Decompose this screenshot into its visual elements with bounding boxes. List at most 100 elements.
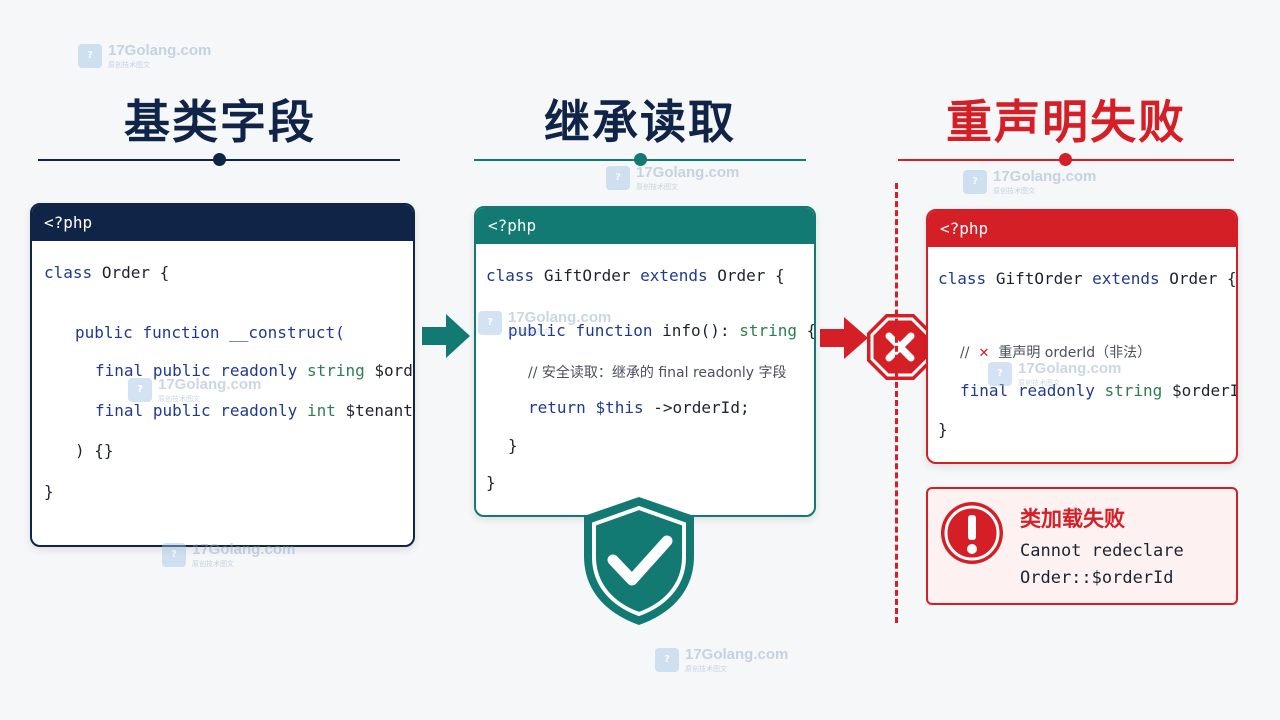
watermark-logo-icon: ? — [988, 362, 1012, 386]
watermark-text: 17Golang.com — [192, 541, 296, 558]
code-token: // — [960, 345, 970, 361]
watermark: ? 17Golang.com 原创技术图文 — [988, 360, 1138, 388]
code-line: public function info(): string { — [508, 321, 816, 340]
code-token: string — [306, 361, 365, 380]
code-line: } — [508, 436, 518, 455]
code-token: readonly — [220, 361, 298, 380]
code-line: // 安全读取：继承的 final readonly 字段 — [528, 362, 787, 382]
code-token: public — [152, 401, 211, 420]
code-token: extends — [1092, 269, 1160, 288]
code-line: } — [938, 420, 948, 439]
code-token: extends — [640, 266, 708, 285]
watermark-logo-icon: ? — [162, 543, 186, 567]
code-token: public — [152, 361, 211, 380]
code-line: } — [486, 473, 496, 492]
watermark-sub: 原创技术图文 — [508, 328, 550, 336]
watermark-sub: 原创技术图文 — [108, 61, 150, 69]
watermark-text: 17Golang.com — [636, 164, 740, 181]
watermark-logo-icon: ? — [478, 311, 502, 335]
code-token: $tenantId — [345, 401, 414, 420]
code-token: 重声明 orderId（非法） — [998, 345, 1152, 361]
shield-check-icon — [584, 497, 694, 625]
watermark-sub: 原创技术图文 — [158, 395, 200, 403]
code-line: final public readonly string $orderId, — [95, 361, 413, 380]
code-token: string — [1104, 381, 1163, 400]
watermark-sub: 原创技术图文 — [685, 665, 727, 673]
stop-x-icon — [867, 314, 933, 380]
code-line: public function __construct( — [75, 323, 345, 342]
watermark: ? 17Golang.com 原创技术图文 — [162, 541, 312, 569]
divider-dashed — [895, 183, 898, 623]
code-token: GiftOrder — [543, 266, 631, 285]
code-line: class GiftOrder extends Order { — [938, 269, 1237, 288]
code-token: string — [739, 321, 798, 340]
heading-redeclare-fail: 重声明失败 — [946, 95, 1186, 149]
code-token: } — [508, 436, 518, 455]
code-token: { — [806, 321, 816, 340]
error-box: 类加载失败 Cannot redeclare Order::$orderId — [926, 487, 1238, 605]
watermark-text: 17Golang.com — [508, 309, 612, 326]
code-token: function — [142, 323, 220, 342]
code-token: info(): — [662, 321, 730, 340]
watermark-logo-icon: ? — [655, 648, 679, 672]
heading-rule-2 — [474, 153, 806, 166]
watermark-text: 17Golang.com — [108, 42, 212, 59]
code-token: $orderId; — [1171, 381, 1236, 400]
code-token: class — [938, 269, 987, 288]
heading-base-field: 基类字段 — [124, 95, 316, 149]
code-token: Order { — [1169, 269, 1237, 288]
code-line: ) {} — [75, 441, 114, 460]
heading-rule-1 — [38, 153, 400, 166]
watermark-text: 17Golang.com — [685, 646, 789, 663]
rule-dot — [1059, 153, 1072, 166]
code-panel-inherit: <?php class GiftOrder extends Order { pu… — [474, 206, 816, 517]
code-line: class GiftOrder extends Order { — [486, 266, 785, 285]
code-token: int — [306, 401, 336, 420]
code-token: function — [575, 321, 653, 340]
code-token: public — [508, 321, 566, 340]
heading-inherit-read: 继承读取 — [544, 95, 736, 149]
arrow-right-icon — [820, 317, 868, 359]
php-tag-bar: <?php — [928, 211, 1236, 247]
code-token: readonly — [1017, 381, 1095, 400]
watermark-sub: 原创技术图文 — [1018, 379, 1060, 387]
code-line: } — [44, 482, 54, 501]
watermark-sub: 原创技术图文 — [636, 183, 678, 191]
heading-rule-3 — [898, 153, 1234, 166]
error-message-line1: Cannot redeclare — [1020, 541, 1184, 561]
rule-dot — [634, 153, 647, 166]
code-line: class Order { — [44, 263, 169, 282]
code-token: ) {} — [75, 441, 114, 460]
code-panel-redeclare: <?php class GiftOrder extends Order { //… — [926, 209, 1238, 464]
code-token: class — [486, 266, 535, 285]
watermark: ? 17Golang.com 原创技术图文 — [78, 42, 228, 70]
watermark-logo-icon: ? — [128, 378, 152, 402]
alert-circle-icon — [941, 502, 1003, 564]
error-message-line2: Order::$orderId — [1020, 568, 1174, 588]
watermark: ? 17Golang.com 原创技术图文 — [655, 646, 805, 674]
code-token: } — [938, 420, 948, 439]
watermark: ? 17Golang.com 原创技术图文 — [606, 164, 756, 192]
code-token: final — [95, 401, 144, 420]
code-token: public — [75, 323, 133, 342]
code-token: $orderId, — [374, 361, 413, 380]
code-token: ✕ — [979, 342, 989, 361]
error-title: 类加载失败 — [1020, 507, 1125, 531]
code-token: Order { — [717, 266, 785, 285]
code-line: return $this ->orderId; — [528, 398, 750, 417]
code-token: Order { — [101, 263, 170, 282]
watermark-text: 17Golang.com — [993, 168, 1097, 185]
rule-dot — [213, 153, 226, 166]
code-line: final public readonly int $tenantId — [95, 401, 414, 420]
watermark: ? 17Golang.com 原创技术图文 — [478, 309, 628, 337]
code-token: GiftOrder — [995, 269, 1083, 288]
code-token: readonly — [220, 401, 298, 420]
watermark-logo-icon: ? — [606, 166, 630, 190]
code-token: ->orderId; — [653, 398, 750, 417]
code-panel-base: <?php class Order { public function __co… — [30, 203, 415, 547]
arrow-right-icon — [422, 314, 470, 358]
code-token: return — [528, 398, 586, 417]
watermark-logo-icon: ? — [78, 44, 102, 68]
watermark-text: 17Golang.com — [1018, 360, 1122, 377]
code-token: $this — [595, 398, 644, 417]
